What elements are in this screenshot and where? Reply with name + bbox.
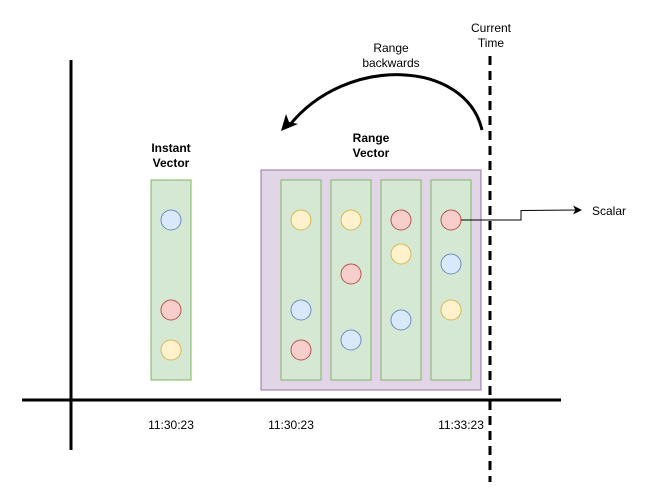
sample-red [340,263,362,285]
sample-blue [340,329,362,351]
time-label-instant: 11:30:23 [148,418,194,432]
current-time-label: Time [478,36,505,50]
range-backwards-arrowhead [281,114,298,131]
range-backwards-label: Range [373,41,409,55]
range-backwards-arrow [287,73,484,131]
scalar-label: Scalar [592,204,626,218]
scalar-arrow [461,209,579,221]
instant-vector-label: Vector [153,156,190,170]
time-label-range-start: 11:30:23 [268,418,314,432]
sample-red [390,209,412,231]
range-vector-label: Vector [353,146,390,160]
sample-blue [160,209,182,231]
sample-yellow [290,209,312,231]
sample-yellow [160,339,182,361]
sample-blue [390,309,412,331]
instant-vector-label: Instant [151,141,190,155]
sample-red [290,339,312,361]
sample-red [440,209,462,231]
sample-blue [440,253,462,275]
scalar-arrowhead [573,205,582,215]
current-time-label: Current [471,21,512,35]
sample-red [160,299,182,321]
range-backwards-label: backwards [362,56,419,70]
sample-yellow [440,299,462,321]
sample-yellow [390,243,412,265]
sample-blue [290,299,312,321]
time-label-range-end: 11:33:23 [438,418,484,432]
sample-yellow [340,209,362,231]
range-vector-label: Range [353,131,390,145]
